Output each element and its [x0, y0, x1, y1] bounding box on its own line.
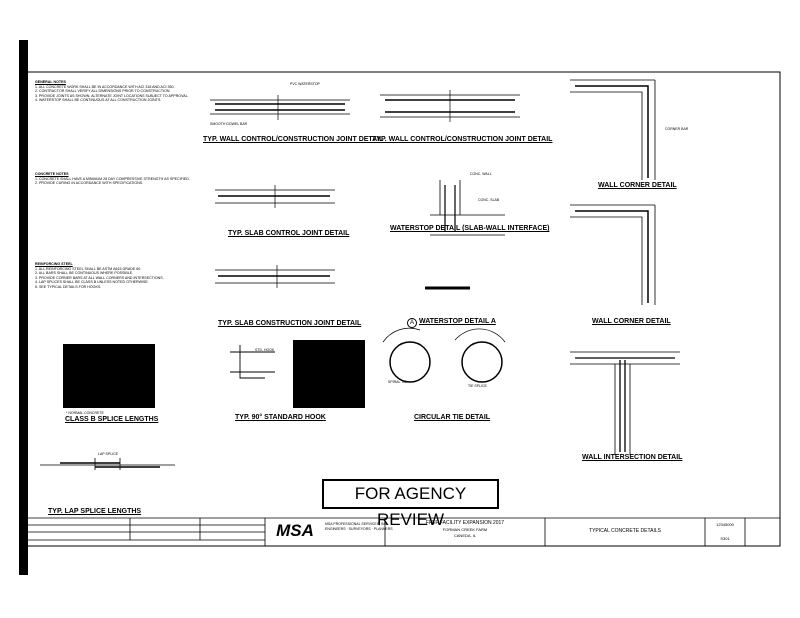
note-item: 1. ALL CONCRETE WORK SHALL BE IN ACCORDA… [35, 84, 175, 89]
firm-logo: MSA [276, 521, 314, 540]
detail-title: WALL INTERSECTION DETAIL [582, 454, 683, 461]
project-name: FFEF FACILITY EXPANSION 2017 [425, 520, 505, 526]
notes-heading: CONCRETE NOTES [35, 172, 69, 176]
callout: CONC. WALL [470, 172, 492, 176]
agency-review-stamp: FOR AGENCY REVIEW [322, 479, 499, 529]
note-item: 3. PROVIDE JOINTS AS SHOWN. ALTERNATE JO… [35, 93, 189, 98]
project-site: FORMAN CREEK FARM [442, 527, 488, 532]
detail-title: WALL CORNER DETAIL [592, 318, 671, 325]
callout: STD. HOOK [255, 348, 275, 352]
note-item: 4. LAP SPLICES SHALL BE CLASS B UNLESS N… [35, 280, 149, 285]
concrete-notes: CONCRETE NOTES 1. CONCRETE SHALL HAVE A … [35, 172, 205, 186]
detail-title: TYP. LAP SPLICE LENGTHS [48, 508, 142, 515]
detail-title: TYP. WALL CONTROL/CONSTRUCTION JOINT DET… [372, 136, 553, 143]
reinforcing-notes: REINFORCING STEEL 1. ALL REINFORCING STE… [35, 262, 205, 290]
general-notes: GENERAL NOTES 1. ALL CONCRETE WORK SHALL… [35, 80, 205, 103]
note-item: 3. PROVIDE CORNER BARS AT ALL WALL CORNE… [35, 275, 164, 280]
detail-title: TYP. 90° STANDARD HOOK [235, 414, 326, 421]
note-item: 4. WATERSTOP SHALL BE CONTINUOUS AT ALL … [35, 98, 162, 103]
detail-title: CIRCULAR TIE DETAIL [414, 414, 491, 421]
detail-title: CLASS B SPLICE LENGTHS [65, 416, 159, 423]
notes-heading: REINFORCING STEEL [35, 262, 73, 266]
callout: LAP SPLICE [98, 452, 118, 456]
note-item: 2. CONTRACTOR SHALL VERIFY ALL DIMENSION… [35, 89, 171, 94]
firm-name: MSA PROFESSIONAL SERVICES, INC. [325, 522, 389, 526]
callout: CORNER BAR [665, 127, 689, 131]
hook-table [293, 340, 365, 408]
note-item: 2. PROVIDE CURING IN ACCORDANCE WITH SPE… [35, 181, 144, 186]
detail-title: WATERSTOP DETAIL (SLAB-WALL INTERFACE) [390, 225, 550, 232]
note-item: 2. ALL BARS SHALL BE CONTINUOUS WHERE PO… [35, 271, 134, 276]
sheet-title: TYPICAL CONCRETE DETAILS [589, 528, 661, 534]
detail-title: TYP. SLAB CONSTRUCTION JOINT DETAIL [218, 320, 362, 327]
detail-title: WATERSTOP DETAIL A [419, 318, 496, 325]
note-item: 1. CONCRETE SHALL HAVE A MINIMUM 28 DAY … [35, 176, 190, 181]
binding-strip [19, 40, 28, 575]
detail-title: TYP. WALL CONTROL/CONSTRUCTION JOINT DET… [203, 136, 384, 143]
note-item: 5. SEE TYPICAL DETAILS FOR HOOKS. [35, 284, 102, 289]
note-item: 1. ALL REINFORCING STEEL SHALL BE ASTM A… [35, 266, 142, 271]
callout: SMOOTH DOWEL BAR [210, 122, 248, 126]
callout: CONC. SLAB [478, 198, 500, 202]
notes-heading: GENERAL NOTES [35, 80, 66, 84]
splice-length-table [63, 344, 155, 408]
callout: PVC WATERSTOP [290, 82, 320, 86]
detail-marker: A [407, 318, 417, 328]
sheet-number: S301 [720, 536, 730, 541]
detail-title: TYP. SLAB CONTROL JOINT DETAIL [228, 230, 350, 237]
project-location: CANEDA, IL [453, 533, 477, 538]
table-note: * NORMAL CONCRETE [66, 411, 104, 415]
callout: SPIRAL TIE [388, 380, 407, 384]
callout: TIE SPLICE [468, 384, 487, 388]
project-number: 12345000 [716, 522, 734, 527]
firm-tagline: ENGINEERS · SURVEYORS · PLANNERS [325, 527, 393, 531]
detail-title: WALL CORNER DETAIL [598, 182, 677, 189]
